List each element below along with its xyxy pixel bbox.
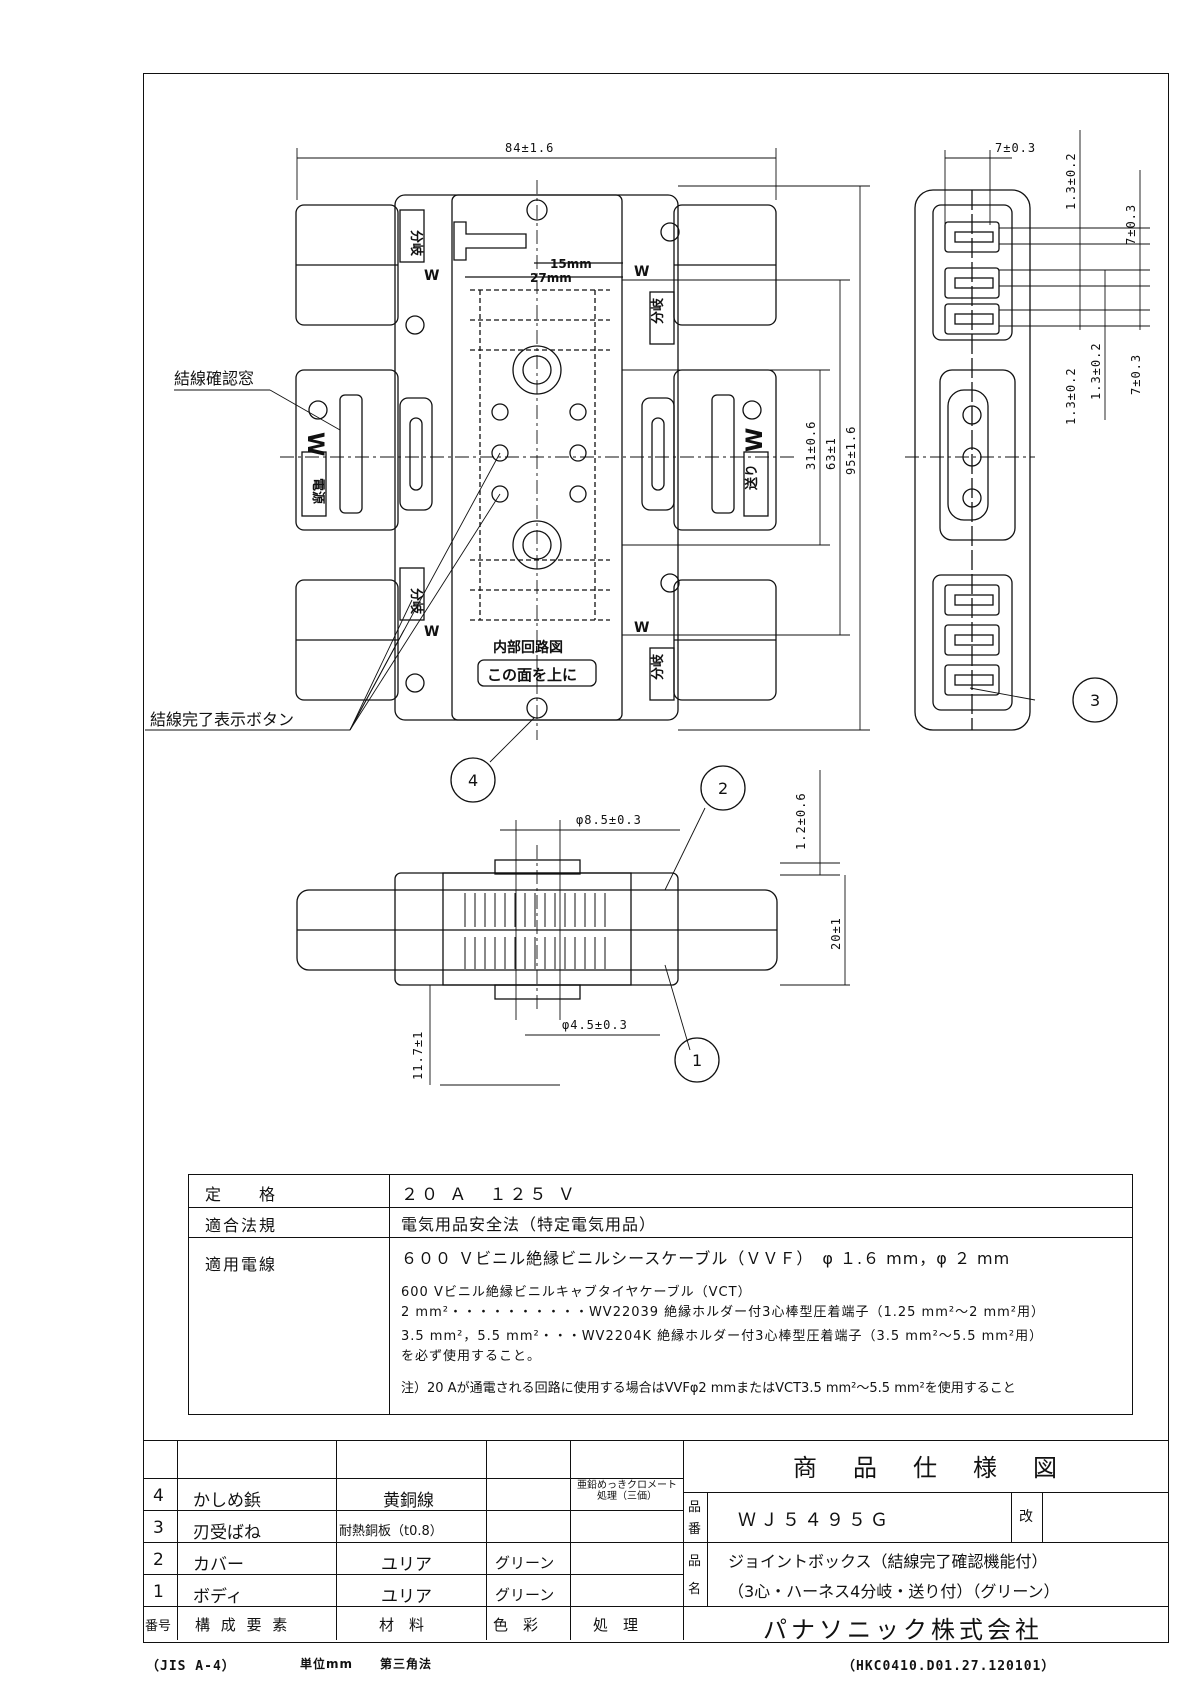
part-3-name: 刃受ばね xyxy=(193,1523,261,1543)
header-color: 色 彩 xyxy=(493,1616,539,1634)
dengen-label: 電源 xyxy=(310,478,326,504)
callout-2: 2 xyxy=(718,779,728,798)
part-1-no: 1 xyxy=(153,1582,164,1602)
part-1-color: グリーン xyxy=(495,1586,555,1604)
gauge-27: 27mm xyxy=(530,271,572,285)
bunki-label-4: 分岐 xyxy=(650,653,666,680)
internal-circuit-label: 内部回路図 xyxy=(493,639,563,656)
spec-row-rating: 定 格 ２０ Ａ １２５ Ｖ xyxy=(189,1175,1132,1208)
callout-1: 1 xyxy=(692,1051,702,1070)
dim-side-7a: 7±0.3 xyxy=(995,141,1036,155)
revision-label: 改 xyxy=(1019,1509,1033,1525)
part-2-color: グリーン xyxy=(495,1554,555,1572)
part-4-no: 4 xyxy=(153,1486,164,1506)
part-4-name: かしめ鋲 xyxy=(193,1491,261,1511)
vct-line-2: 3.5 mm²，5.5 mm²・・・WV2204K 絶縁ホルダー付3心棒型圧着端… xyxy=(401,1329,1044,1344)
part-4-material: 黄銅線 xyxy=(383,1491,434,1511)
dim-side-13b: 1.3±0.2 xyxy=(1089,342,1103,400)
technical-drawing: 84±1.6 15mm 27mm 内部回路図 この面を上に 分岐 分岐 分岐 分… xyxy=(145,130,1150,1086)
dim-95: 95±1.6 xyxy=(844,426,858,475)
spec-key: 定 格 xyxy=(205,1185,278,1204)
drawing-title: 商 品 仕 様 図 xyxy=(793,1454,1063,1482)
wiring-window-label: 結線確認窓 xyxy=(174,369,254,388)
vct-line-1: 2 mm²・・・・・・・・・・WV22039 絶縁ホルダー付3心棒型圧着端子（1… xyxy=(401,1305,1046,1320)
part-3-material: 耐熱銅板（t0.8） xyxy=(339,1524,443,1539)
footer-projection: 第三角法 xyxy=(380,1657,433,1671)
part-4-treatment: 亜鉛めっきクロメート処理（三価） xyxy=(577,1480,677,1502)
spec-value: 電気用品安全法（特定電気用品） xyxy=(401,1215,657,1234)
completion-button-label: 結線完了表示ボタン xyxy=(150,710,294,729)
dim-63: 63±1 xyxy=(824,437,838,470)
spec-table: 定 格 ２０ Ａ １２５ Ｖ 適合法規 電気用品安全法（特定電気用品） 適用電線… xyxy=(188,1174,1133,1415)
part-2-name: カバー xyxy=(193,1555,244,1575)
part-number: ＷＪ５４９５Ｇ xyxy=(738,1510,892,1531)
part-3-no: 3 xyxy=(153,1518,164,1538)
header-component: 構 成 要 素 xyxy=(195,1616,291,1634)
hin-label: 品 xyxy=(688,1500,702,1515)
bunki-label-2: 分岐 xyxy=(650,297,666,324)
part-2-no: 2 xyxy=(153,1550,164,1570)
dim-side-13c: 1.3±0.2 xyxy=(1064,367,1078,425)
callout-4: 4 xyxy=(468,771,478,790)
dim-phi45: φ4.5±0.3 xyxy=(562,1018,628,1032)
dim-phi85: φ8.5±0.3 xyxy=(576,813,642,827)
vct-text: 600 Vビニル絶縁ビニルキャブタイヤケーブル（VCT） xyxy=(401,1285,752,1300)
spec-value: ２０ Ａ １２５ Ｖ xyxy=(401,1185,578,1205)
w-label-right: W xyxy=(743,428,768,452)
product-name-line-1: ジョイントボックス（結線完了確認機能付） xyxy=(728,1552,1048,1571)
company-name: パナソニック株式会社 xyxy=(763,1616,1043,1644)
part-1-material: ユリア xyxy=(381,1587,432,1607)
bunki-label-3: 分岐 xyxy=(408,588,424,615)
ban-label: 番 xyxy=(688,1522,702,1537)
spec-value: ６００ Ｖビニル絶縁ビニルシースケーブル（ＶＶＦ） φ １.６ mm，φ ２ m… xyxy=(401,1249,1011,1268)
dim-31: 31±0.6 xyxy=(804,421,818,470)
dim-side-13a: 1.3±0.2 xyxy=(1064,152,1078,210)
spec-key: 適用電線 xyxy=(205,1255,278,1274)
mei-label: 名 xyxy=(688,1582,702,1597)
callout-3: 3 xyxy=(1090,691,1100,710)
dim-side-7b: 7±0.3 xyxy=(1124,204,1138,245)
footer-standard: （JIS A-4） xyxy=(146,1659,236,1674)
header-material: 材 料 xyxy=(379,1616,425,1634)
vct-line-3: を必ず使用すること。 xyxy=(401,1349,542,1364)
w-label-3: W xyxy=(424,268,439,284)
dim-side-7c: 7±0.3 xyxy=(1129,354,1143,395)
hin-label-2: 品 xyxy=(688,1554,702,1569)
dim-20: 20±1 xyxy=(829,917,843,950)
w-label-4: W xyxy=(634,264,649,280)
w-label-left: W xyxy=(302,432,327,456)
spec-row-law: 適合法規 電気用品安全法（特定電気用品） xyxy=(189,1207,1132,1238)
w-label-5: W xyxy=(424,624,439,640)
w-label-6: W xyxy=(634,620,649,636)
header-treatment: 処 理 xyxy=(593,1616,639,1634)
spec-key: 適合法規 xyxy=(205,1216,278,1235)
this-side-up-label: この面を上に xyxy=(487,666,577,684)
dim-12: 1.2±0.6 xyxy=(794,792,808,850)
spec-row-wire: 適用電線 ６００ Ｖビニル絶縁ビニルシースケーブル（ＶＶＦ） φ １.６ mm，… xyxy=(189,1237,1132,1415)
dim-width: 84±1.6 xyxy=(505,141,554,155)
dim-117: 11.7±1 xyxy=(411,1031,425,1080)
gauge-15: 15mm xyxy=(550,257,592,271)
bunki-label-1: 分岐 xyxy=(408,230,424,257)
footer-doc-number: （HKC0410.D01.27.120101） xyxy=(842,1659,1056,1674)
part-1-name: ボディ xyxy=(193,1587,243,1607)
part-2-material: ユリア xyxy=(381,1555,432,1575)
product-name-line-2: （3心・ハーネス4分岐・送り付）（グリーン） xyxy=(728,1582,1060,1601)
header-no: 番号 xyxy=(145,1619,172,1634)
okuri-label: 送り xyxy=(744,464,760,491)
footer-unit: 単位mm xyxy=(300,1657,354,1671)
drawing-frame xyxy=(143,73,1169,1643)
parts-and-title-block: 4 かしめ鋲 黄銅線 亜鉛めっきクロメート処理（三価） 3 刃受ばね 耐熱銅板（… xyxy=(143,1440,1169,1644)
note-text: 注）20 Aが通電される回路に使用する場合はVVFφ2 mmまたはVCT3.5 … xyxy=(401,1381,1016,1396)
